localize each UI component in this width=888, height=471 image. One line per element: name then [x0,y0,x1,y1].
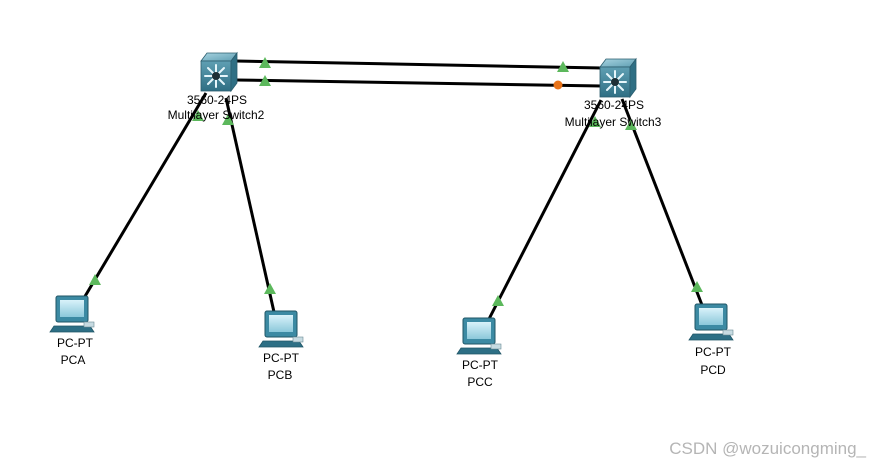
watermark: CSDN @wozuicongming_ [669,439,866,458]
switch2-name-label: Multilayer Switch2 [168,108,265,122]
multilayer-switch2[interactable] [200,51,238,93]
pcd-type-label: PC-PT [695,345,732,359]
link-up-indicator [492,295,504,306]
pc-pcc[interactable] [456,317,502,355]
switch3-name-label: Multilayer Switch3 [565,115,662,129]
pc-pcd[interactable] [688,303,734,341]
switch3-model-label: 3560-24PS [584,98,644,112]
link-switch3-pcd[interactable] [620,98,704,306]
pca-type-label: PC-PT [57,336,94,350]
pcb-name-label: PCB [268,368,293,382]
link-up-indicator [625,119,637,130]
link-up-indicator [589,116,601,127]
link-up-indicator [89,274,101,285]
link-up-indicator [264,283,276,294]
link-switch2-pcb[interactable] [224,97,276,313]
port-status-lights [89,57,703,306]
pcd-name-label: PCD [700,363,726,377]
pcc-name-label: PCC [467,375,493,389]
link-up-indicator [691,281,703,292]
link-switch2-pca[interactable] [82,92,208,299]
link-up-indicator [192,110,204,121]
link-switch3-pcc[interactable] [487,99,603,320]
link-up-indicator [259,57,271,68]
link-switch2-switch3-1[interactable] [235,59,603,70]
pc-pcb[interactable] [258,310,304,348]
links [82,59,704,320]
link-up-indicator [259,75,271,86]
link-switch2-switch3-2[interactable] [235,78,603,88]
pca-name-label: PCA [61,353,86,367]
pcb-type-label: PC-PT [263,351,300,365]
link-up-indicator [557,61,569,72]
link-up-indicator [222,114,234,125]
switch2-model-label: 3560-24PS [187,93,247,107]
pcc-type-label: PC-PT [462,358,499,372]
pc-pca[interactable] [49,295,95,333]
link-blocking-indicator [553,80,563,90]
multilayer-switch3[interactable] [599,57,637,99]
